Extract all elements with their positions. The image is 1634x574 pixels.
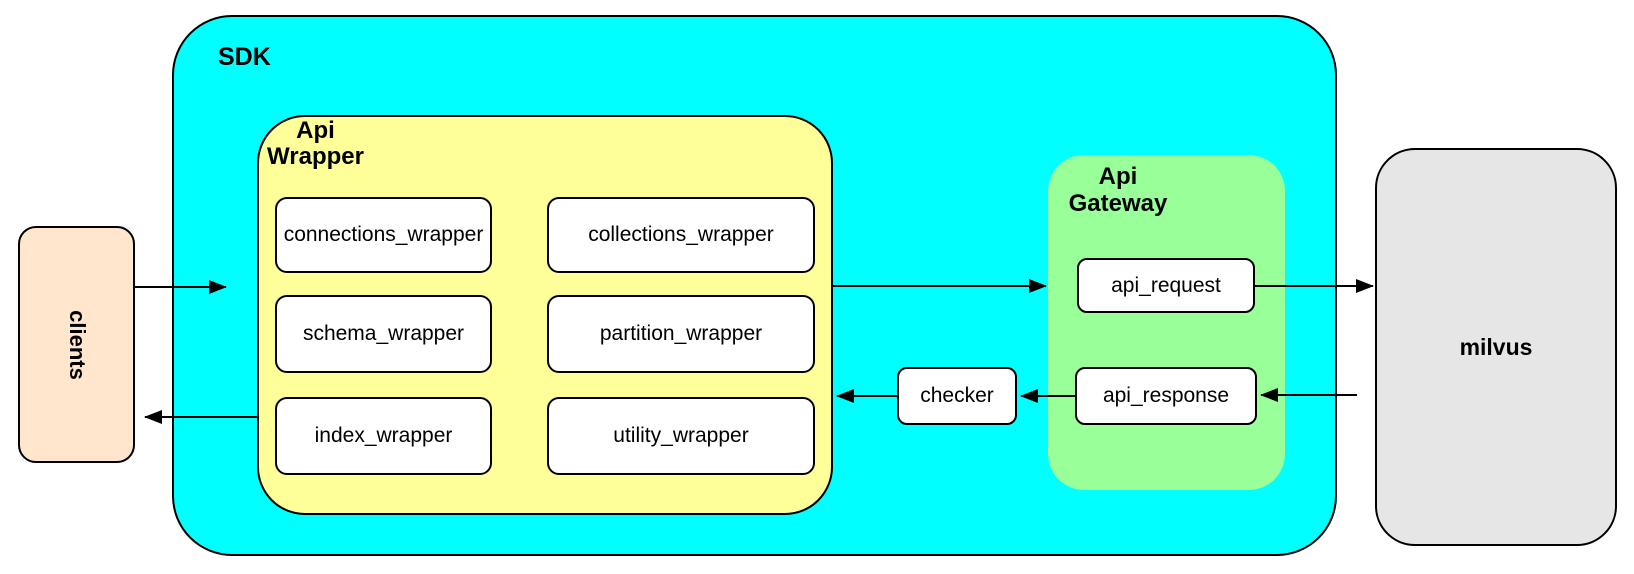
- node-api-request: api_request: [1077, 258, 1255, 313]
- api-gateway-label: Api Gateway: [1068, 163, 1168, 217]
- sdk-label: SDK: [218, 43, 271, 71]
- node-api-response: api_response: [1075, 367, 1257, 425]
- clients-label: clients: [64, 309, 90, 380]
- api-wrapper-label: Api Wrapper: [267, 117, 364, 170]
- node-checker: checker: [897, 367, 1017, 425]
- node-schema-wrapper: schema_wrapper: [275, 295, 492, 373]
- node-index-wrapper: index_wrapper: [275, 397, 492, 475]
- node-api-gateway-container: [1048, 155, 1285, 490]
- node-connections-wrapper: connections_wrapper: [275, 197, 492, 273]
- node-milvus: milvus: [1375, 148, 1617, 546]
- node-utility-wrapper: utility_wrapper: [547, 397, 815, 475]
- node-partition-wrapper: partition_wrapper: [547, 295, 815, 373]
- node-clients: clients: [18, 226, 135, 463]
- node-collections-wrapper: collections_wrapper: [547, 197, 815, 273]
